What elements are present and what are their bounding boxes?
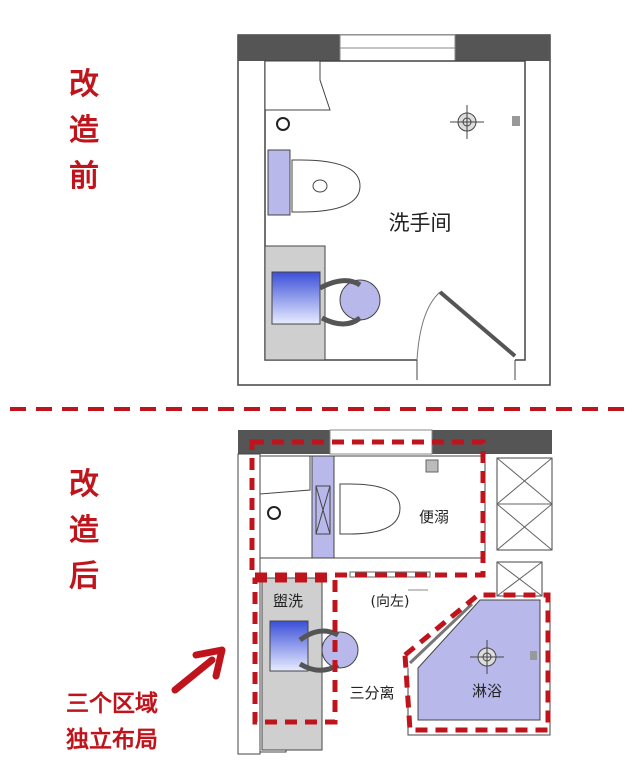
annotation-line-1: 三个区域: [66, 691, 158, 717]
zone-outline-washing: [252, 577, 338, 725]
before-sink-icon: [271, 271, 321, 325]
before-door-leaf[interactable]: [438, 290, 517, 358]
annotation-line-2: 独立布局: [66, 727, 158, 753]
after-partition: [311, 455, 335, 559]
zone-outline-toilet: [249, 439, 486, 578]
before-faucet-icon: [512, 116, 520, 126]
after-person-icon: [298, 628, 359, 673]
after-duct: [259, 455, 311, 495]
zone-label-washing: 盥洗: [273, 592, 303, 610]
after-heading: 改造后: [64, 462, 104, 600]
door-direction-label: (向左): [371, 594, 410, 610]
after-floor-drain-icon: [470, 640, 504, 674]
before-drain-small-icon: [276, 117, 290, 131]
after-shelf: [496, 457, 553, 597]
before-toilet-tank: [267, 149, 291, 216]
before-person-icon: [318, 278, 381, 327]
before-door-opening: [417, 358, 515, 362]
after-plan: 便溺 (向左) 盥洗 三分离 淋浴: [237, 429, 553, 755]
after-toilet-icon: [339, 483, 401, 535]
after-sliding-door[interactable]: [349, 571, 431, 578]
shower-glass-door[interactable]: [408, 602, 474, 665]
before-door-swing: [416, 291, 441, 361]
before-heading: 改造前: [64, 62, 104, 200]
separation-label: 三分离: [349, 684, 394, 702]
before-floor-drain-icon: [450, 105, 484, 139]
zone-label-shower: 淋浴: [472, 682, 502, 700]
before-room-label: 洗手间: [389, 211, 452, 235]
after-drain-small-icon: [267, 506, 281, 520]
before-duct: [264, 60, 331, 111]
annotation-note: 三个区域 独立布局: [66, 686, 158, 758]
pointer-arrow-icon: [171, 646, 226, 694]
before-heading-text: 改造前: [69, 67, 99, 194]
after-heading-text: 改造后: [69, 467, 99, 594]
before-plan: 洗手间: [237, 34, 551, 386]
after-faucet-icon: [530, 651, 537, 660]
zone-outline-shower: [402, 592, 551, 733]
zone-label-toilet: 便溺: [419, 508, 449, 526]
before-toilet-icon: [291, 159, 361, 213]
after-paper-holder-icon: [425, 459, 439, 473]
